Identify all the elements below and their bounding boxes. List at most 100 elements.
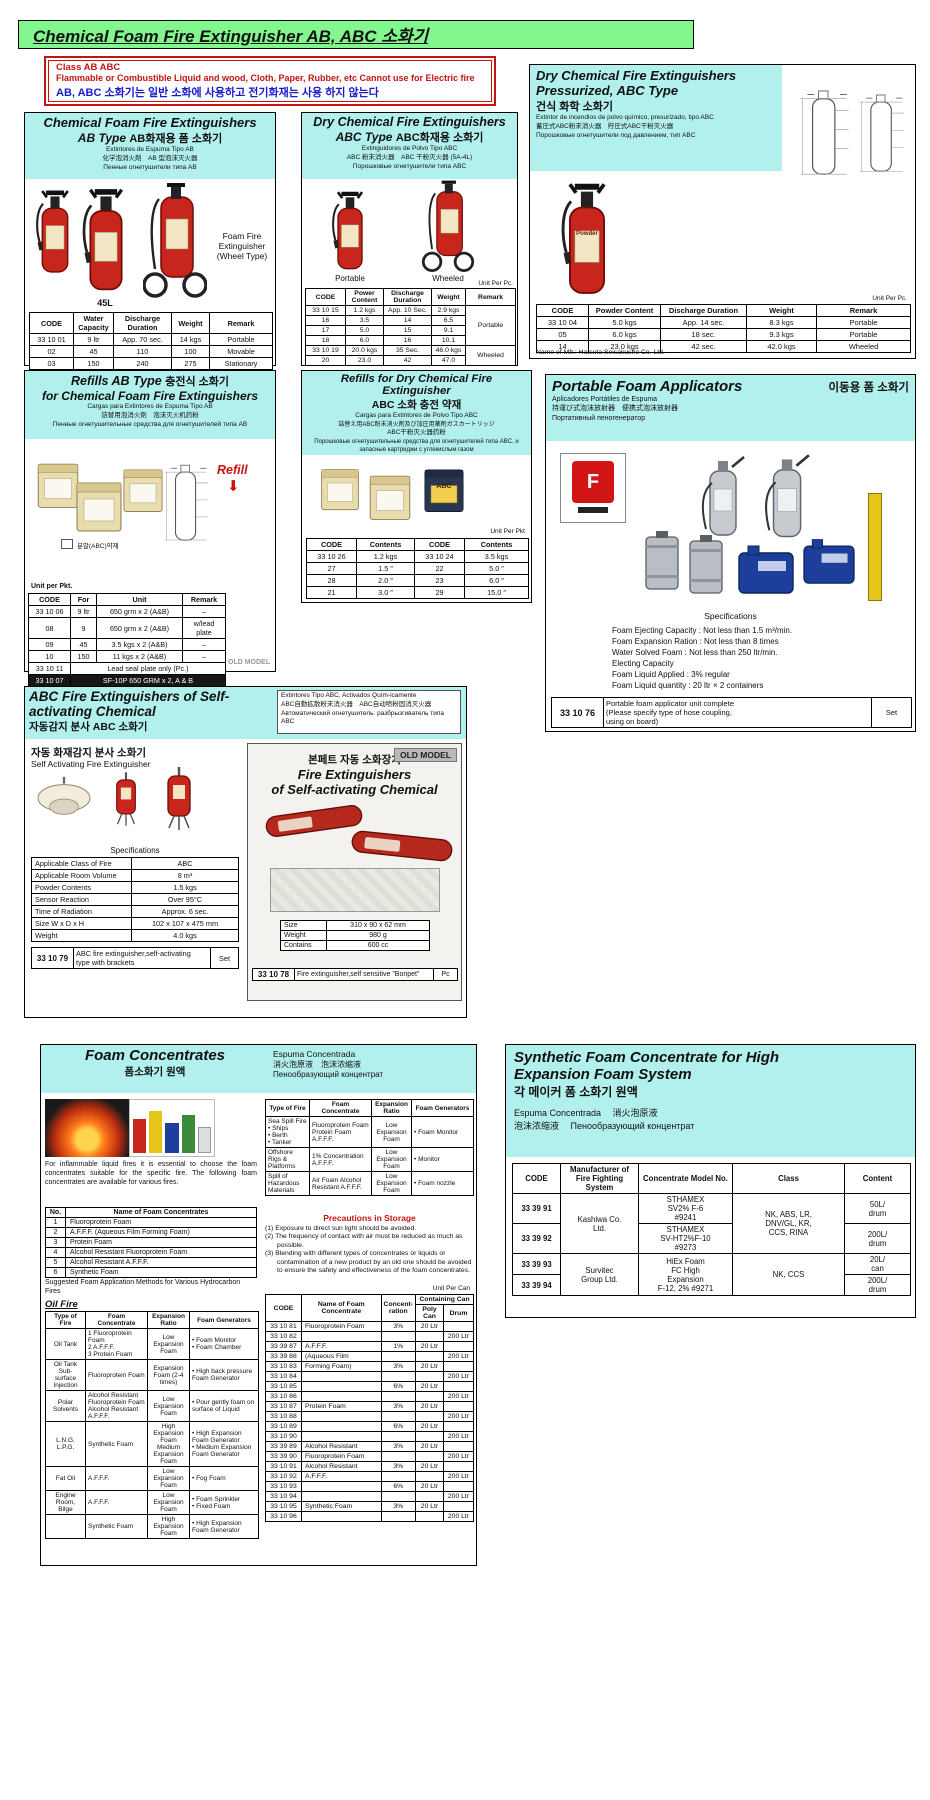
subtitle-jp: ABC自動拡散粉末消火器 ABC自动喷粉固消灭火器 — [281, 700, 432, 708]
old-model-title-kr: 본페트 자동 소화장치 — [308, 754, 401, 766]
cell-for: 9 ltr — [70, 605, 97, 618]
col-header: Discharge Duration — [113, 312, 172, 334]
section-header: ABC Fire Extinguishers of Self-activatin… — [25, 687, 466, 739]
spec-title: Specifications — [704, 611, 757, 621]
cell-fire-type: Oil Tank Sub-surface Injection — [45, 1359, 86, 1391]
code-row: 33 39 88 (Aqueous Film 200 Ltr — [265, 1351, 474, 1362]
spec-value: 102 x 107 x 475 mm — [131, 917, 239, 930]
cell-code: 33 39 94 — [512, 1274, 561, 1296]
col-header: Manufacturer of Fire Fighting System — [560, 1163, 639, 1194]
cell-no: 5 — [45, 1257, 66, 1268]
cell-drum — [443, 1321, 474, 1332]
section-header: Foam Concentrates 폼소화기 원액 Espuma Concent… — [41, 1045, 476, 1093]
section-title: Dry Chemical Fire Extinguishers — [536, 68, 737, 83]
cell-drum — [443, 1501, 474, 1512]
col-header: Expansion Ratio — [371, 1099, 412, 1117]
cell-generators: • Pour gently foam on surface of Liquid — [189, 1390, 259, 1422]
product-can — [181, 1115, 195, 1153]
product-can — [197, 1127, 211, 1153]
foam-ab-table: CODE Water Capacity Discharge Duration W… — [29, 312, 273, 370]
cell-generators: • Foam Monitor — [411, 1116, 474, 1148]
cell-polycan — [415, 1491, 444, 1502]
header-row: CODE Name of Foam Concentrate Concent-ra… — [265, 1294, 474, 1322]
page-title: Chemical Foam Fire Extinguisher AB, ABC … — [18, 20, 694, 49]
spec-row: Applicable Room Volume 8 m³ — [31, 869, 239, 882]
cell-polycan: 20 Ltr — [415, 1401, 444, 1412]
old-model-panel: OLD MODEL 본페트 자동 소화장치 Fire Extinguishers… — [247, 743, 462, 1001]
cell-concentration: 3% — [380, 1321, 417, 1332]
old-model-label: OLD MODEL — [228, 659, 270, 666]
spec-label: Applicable Class of Fire — [31, 857, 132, 870]
cell-concentrate: 1% Concentration A.F.F.F. — [309, 1147, 372, 1172]
cell-concentration — [380, 1331, 417, 1342]
cell-drum — [443, 1461, 474, 1472]
cell-name: Synthetic Foam — [65, 1267, 257, 1278]
cell-concentration — [380, 1491, 417, 1502]
cell: 18 — [305, 335, 346, 346]
table-row: 10 150 11 kgs x 2 (A&B) – — [28, 650, 226, 663]
subtitle-1: Espuma Concentrada 消火泡原液 — [514, 1108, 658, 1118]
spec-value: 8 m³ — [131, 869, 239, 882]
cell: 20.0 kgs — [345, 345, 384, 356]
cell-code: 33 39 88 — [265, 1351, 302, 1362]
header-row: Type of Fire Foam Concentrate Expansion … — [265, 1099, 474, 1117]
cell-contents: 3.5 kgs — [464, 550, 529, 563]
container-image — [686, 535, 726, 597]
cell-weight: 100 — [171, 345, 210, 358]
old-model-title2: of Self-activating Chemical — [271, 782, 438, 797]
cell-content: 6.0 kgs — [588, 328, 661, 341]
old-model-badge: OLD MODEL — [394, 748, 457, 762]
cell-contents: 3.0 ″ — [356, 586, 415, 599]
cell-drum — [443, 1441, 474, 1452]
section-title-kr: 자동감지 분사 ABC 소화기 — [29, 721, 148, 733]
spec-value: 600 cc — [326, 940, 430, 951]
cell-code: 33 39 89 — [265, 1441, 302, 1452]
spec-value: ABC — [131, 857, 239, 870]
cell-name: (Aqueous Film — [301, 1351, 382, 1362]
header-subtitles: Extintores Tipo ABC, Activados Quím-icam… — [277, 690, 461, 734]
spec-value: Over 95°C — [131, 893, 239, 906]
foam-products-photo — [129, 1099, 215, 1157]
cell-contents: 1.5 ″ — [356, 562, 415, 575]
cell-concentration: 3% — [380, 1401, 417, 1412]
subtitle-ru: Порошковые огнетушительные средства для … — [314, 438, 519, 453]
cell-code: 33 10 07 — [28, 674, 71, 687]
table-row: 33 10 76 Portable foam applicator unit c… — [551, 697, 912, 728]
table-row: 28 2.0 ″ 23 6.0 ″ — [306, 574, 529, 587]
cell-fire-type: Spill of Hazardous Materials — [265, 1171, 310, 1196]
spec-line: Foam Liquid Applied : 3% regular — [612, 670, 730, 679]
portable-caption: Portable — [335, 274, 365, 283]
table-row: 33 10 78 Fire extinguisher,self sensitiv… — [252, 968, 458, 981]
cell: 33 10 15 — [305, 305, 346, 316]
cell-desc: Portable foam applicator unit complete (… — [603, 697, 872, 728]
cell-contents: 2.0 ″ — [356, 574, 415, 587]
cell-concentration: 3% — [380, 1361, 417, 1372]
cell-concentrate: 1 Fluoroprotein Foam 2 A.F.F.F. 3 Protei… — [85, 1328, 148, 1360]
unit-note: Unit Per Can — [432, 1285, 470, 1292]
subtitle-es: Extintor de incendios de polvo químico, … — [536, 114, 714, 121]
code-row: 33 39 90 Fluoroprotein Foam 200 Ltr — [265, 1451, 474, 1462]
table-row: 09 45 3.5 kgs x 2 (A&B) – — [28, 638, 226, 651]
cell-manufacturer: Kashiwa Co. Ltd. — [560, 1193, 639, 1254]
lead-seal-row: 33 10 11 Lead seal plate only (Pc.) — [28, 662, 226, 675]
spec-row: Size 310 x 90 x 62 mm — [280, 920, 430, 931]
section-self-activating: ABC Fire Extinguishers of Self-activatin… — [24, 686, 467, 1018]
col-header: Weight — [431, 288, 466, 306]
cell-fire-type — [45, 1514, 86, 1539]
cell-content: 20L/ can — [844, 1253, 911, 1275]
col-header: CODE — [29, 312, 74, 334]
cell-ratio: Low Expansion Foam — [371, 1171, 412, 1196]
col-header: No. — [45, 1207, 66, 1218]
precaution-item: (2) The frequency of contact with air mu… — [265, 1233, 463, 1249]
col-header: CODE — [536, 304, 589, 317]
spec-value: 4.0 kgs — [131, 929, 239, 942]
header-row: Type of Fire Foam Concentrate Expansion … — [45, 1311, 259, 1329]
section-header: Refills for Dry Chemical Fire Extinguish… — [302, 371, 531, 455]
col-header: Water Capacity — [73, 312, 114, 334]
cell: 46.0 kgs — [431, 345, 466, 356]
cell: 35 Sec. — [383, 345, 432, 356]
cell-code: 33 10 79 — [31, 947, 74, 969]
cell-polycan: 20 Ltr — [415, 1501, 444, 1512]
cell-code: 33 39 87 — [265, 1341, 302, 1352]
code-row: 33 10 96 200 Ltr — [265, 1511, 474, 1522]
